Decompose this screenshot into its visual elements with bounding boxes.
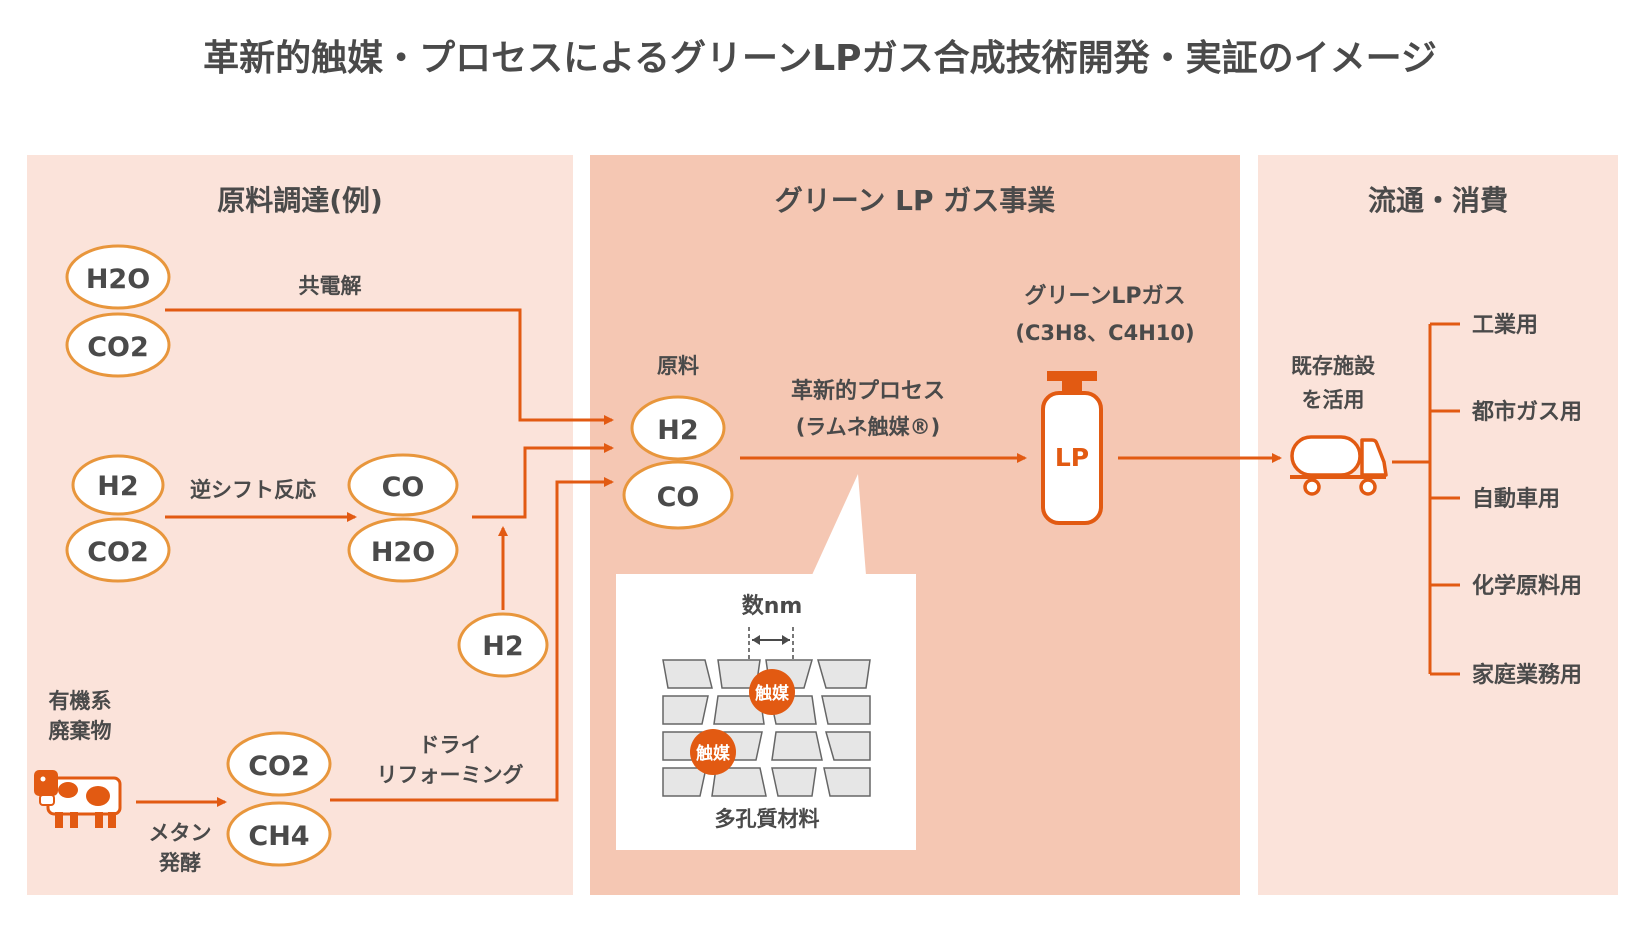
catalyst-particle-2 bbox=[690, 729, 736, 775]
catalyst-label-1: 触媒 bbox=[754, 683, 790, 704]
green-lpg-label-1: グリーンLPガス bbox=[1024, 283, 1185, 309]
co-ellipse-feed bbox=[622, 460, 734, 530]
lpg-cylinder-icon bbox=[1041, 371, 1103, 525]
reverse-shift-label: 逆シフト反応 bbox=[190, 478, 316, 502]
co2-ellipse-top bbox=[65, 312, 171, 378]
feed-label: 原料 bbox=[657, 354, 699, 378]
methane-label-2: 発酵 bbox=[158, 851, 201, 875]
h2-label-supply: H2 bbox=[482, 631, 523, 662]
co2-label-mid: CO2 bbox=[87, 537, 149, 568]
catalyst-particle-1 bbox=[749, 669, 795, 715]
reuse-label-2: を活用 bbox=[1302, 388, 1365, 412]
co-electrolysis-label: 共電解 bbox=[299, 274, 362, 298]
diagram-title: 革新的触媒・プロセスによるグリーンLPガス合成技術開発・実証のイメージ bbox=[203, 38, 1437, 79]
reverse-shift-output-arrow bbox=[472, 443, 614, 519]
h2-label-left: H2 bbox=[97, 471, 138, 502]
co2-label-bottom: CO2 bbox=[248, 751, 310, 782]
use-item-chemical: 化学原料用 bbox=[1472, 573, 1582, 599]
use-item-industrial: 工業用 bbox=[1472, 313, 1538, 338]
scale-label: 数nm bbox=[742, 593, 803, 619]
h2o-label: H2O bbox=[86, 264, 150, 295]
co-label-mid: CO bbox=[382, 472, 425, 503]
co2-label-top: CO2 bbox=[87, 332, 149, 363]
use-item-household: 家庭業務用 bbox=[1472, 662, 1582, 688]
green-section-header: グリーン LP ガス事業 bbox=[775, 184, 1055, 217]
usage-tree-lines bbox=[1392, 322, 1460, 676]
dry-reforming-label-1: ドライ bbox=[419, 733, 482, 757]
methane-label-1: メタン bbox=[149, 821, 212, 845]
ch4-label: CH4 bbox=[248, 821, 309, 852]
green-lpg-label-2: (C3H8、C4H10) bbox=[1015, 321, 1194, 345]
co2-ellipse-mid bbox=[65, 517, 171, 583]
organic-waste-label-1: 有機系 bbox=[49, 689, 112, 713]
co2-ellipse-bottom bbox=[226, 731, 332, 797]
h2-ellipse-feed bbox=[630, 395, 726, 461]
process-label-2: (ラムネ触媒®) bbox=[796, 415, 941, 439]
raw-section-header: 原料調達(例) bbox=[217, 184, 383, 217]
tank-truck-icon bbox=[1290, 435, 1388, 496]
h2-label-feed: H2 bbox=[657, 415, 698, 446]
process-label-1: 革新的プロセス bbox=[791, 378, 945, 404]
organic-waste-label-2: 廃棄物 bbox=[49, 719, 112, 743]
h2o-label-mid: H2O bbox=[371, 537, 435, 568]
reuse-label-1: 既存施設 bbox=[1291, 354, 1376, 378]
ch4-ellipse bbox=[226, 801, 332, 867]
h2-ellipse-supply bbox=[457, 612, 549, 678]
distribution-section-header: 流通・消費 bbox=[1368, 184, 1508, 217]
cow-icon bbox=[34, 770, 122, 828]
co-label-feed: CO bbox=[657, 482, 700, 513]
catalyst-label-2: 触媒 bbox=[695, 743, 731, 764]
co-electrolysis-arrow bbox=[165, 308, 614, 425]
h2o-ellipse bbox=[65, 244, 171, 310]
co-ellipse-mid bbox=[347, 453, 459, 517]
porous-material-grid bbox=[662, 659, 871, 797]
h2-ellipse-left bbox=[71, 454, 165, 516]
h2o-ellipse-mid bbox=[347, 517, 459, 583]
distribution-panel bbox=[1258, 155, 1618, 895]
cylinder-label: LP bbox=[1055, 443, 1089, 472]
use-item-automotive: 自動車用 bbox=[1472, 486, 1560, 512]
porous-material-label: 多孔質材料 bbox=[715, 807, 820, 831]
dry-reforming-label-2: リフォーミング bbox=[377, 763, 524, 787]
use-item-city-gas: 都市ガス用 bbox=[1471, 399, 1582, 425]
dry-reforming-arrow bbox=[330, 477, 614, 802]
